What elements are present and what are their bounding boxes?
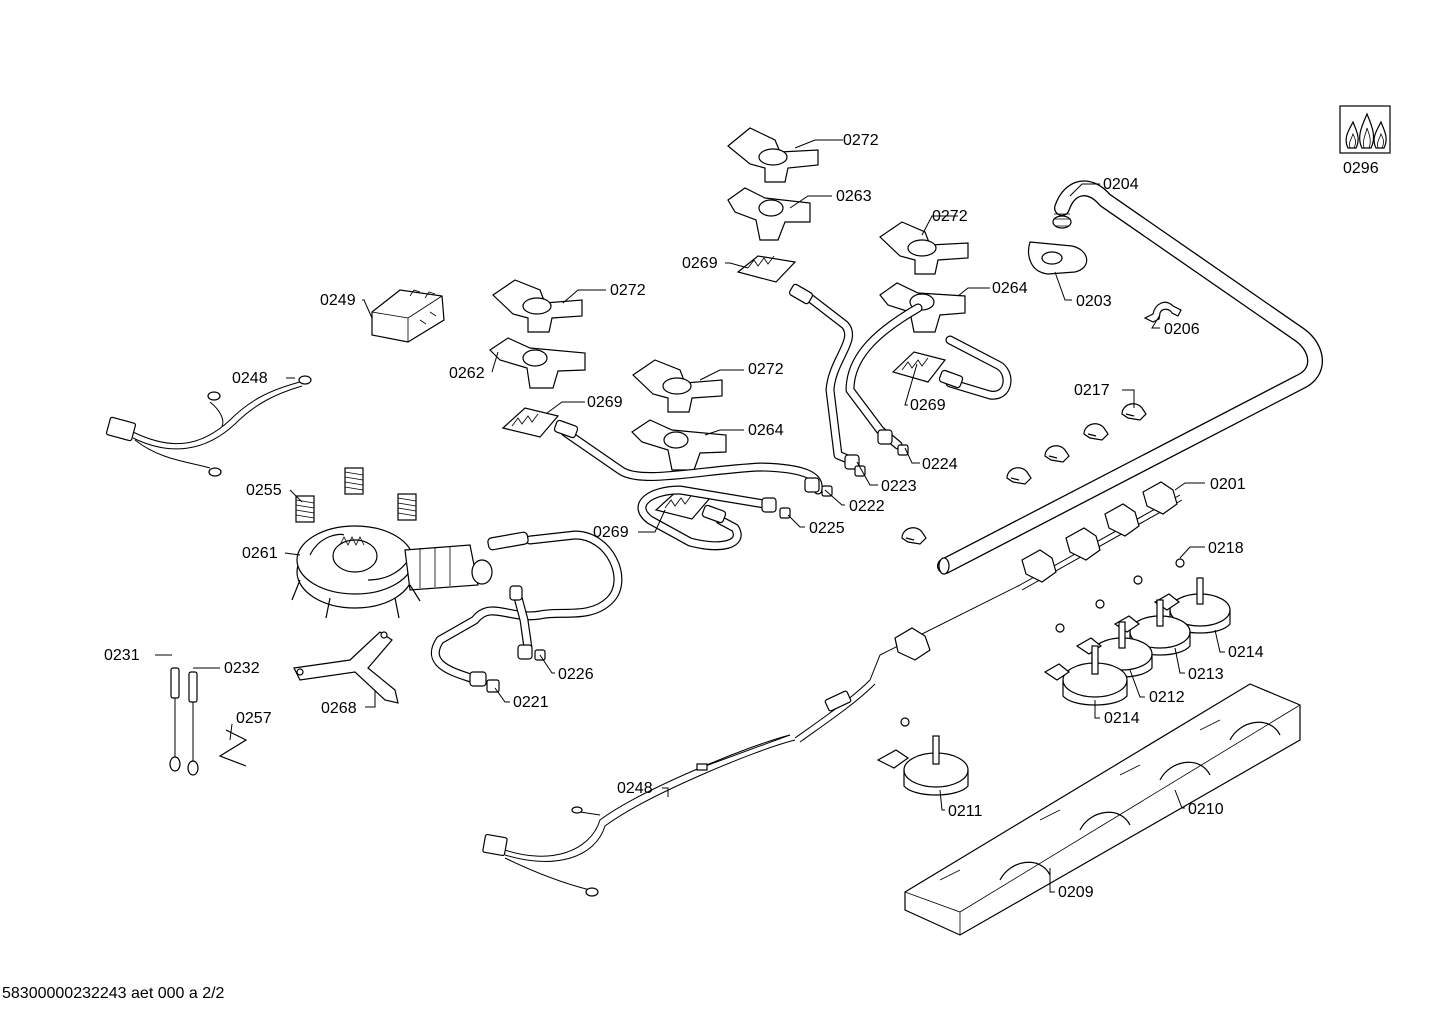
flame-symbol-icon [1339,105,1391,154]
label-0222: 0222 [849,498,885,515]
label-0263: 0263 [836,188,872,205]
label-0269: 0269 [910,397,946,414]
label-0264: 0264 [992,280,1028,297]
label-0248: 0248 [232,370,268,387]
label-0214: 0214 [1228,644,1264,661]
relay-part [371,289,445,343]
label-0225: 0225 [809,520,845,537]
label-0261: 0261 [242,545,278,562]
part-labels: 0272 0263 0204 0296 0272 0269 0264 0203 … [104,132,1379,901]
label-0272: 0272 [748,361,784,378]
label-0224: 0224 [922,456,958,473]
label-0212: 0212 [1149,689,1185,706]
pipe-fittings [469,283,964,693]
label-0272: 0272 [610,282,646,299]
label-0203: 0203 [1076,293,1112,310]
label-0209: 0209 [1058,884,1094,901]
gasket-part [1027,241,1088,275]
label-0272: 0272 [932,208,968,225]
valve-holder-rail [904,683,1301,936]
label-0257: 0257 [236,710,272,727]
label-0264: 0264 [748,422,784,439]
label-0255: 0255 [246,482,282,499]
label-0249: 0249 [320,292,356,309]
gas-main-pipe [937,180,1323,575]
wire-harness-small [105,375,312,477]
label-0269: 0269 [587,394,623,411]
label-0214: 0214 [1104,710,1140,727]
label-0218: 0218 [1208,540,1244,557]
label-0269: 0269 [593,524,629,541]
ignition-switch-harness [894,481,1178,661]
springs [295,467,417,523]
label-0232: 0232 [224,660,260,677]
valve-caps [900,558,1185,727]
document-id: 58300000232243 aet 000 a 2/2 [2,985,225,1002]
mounting-bracket [293,631,399,704]
injector-pipes [431,293,1012,687]
label-0269: 0269 [682,255,718,272]
label-0231: 0231 [104,647,140,664]
label-0204: 0204 [1103,176,1139,193]
thermocouple-and-electrode [169,667,248,776]
label-0210: 0210 [1188,801,1224,818]
leader-lines [155,139,1225,893]
label-0223: 0223 [881,478,917,495]
label-0213: 0213 [1188,666,1224,683]
label-0262: 0262 [449,365,485,382]
wire-harness-long [482,494,1183,897]
burner-clips [901,403,1147,545]
pipe-clip-part [1143,301,1182,323]
label-0248: 0248 [617,780,653,797]
label-0201: 0201 [1210,476,1246,493]
label-0217: 0217 [1074,382,1110,399]
label-0226: 0226 [558,666,594,683]
burner-brackets [489,127,969,520]
label-0272: 0272 [843,132,879,149]
wok-burner-body [291,525,493,619]
label-0211: 0211 [948,803,983,820]
label-0296: 0296 [1343,160,1379,177]
label-0206: 0206 [1164,321,1200,338]
label-0268: 0268 [321,700,357,717]
label-0221: 0221 [513,694,549,711]
gas-valves [876,577,1231,796]
